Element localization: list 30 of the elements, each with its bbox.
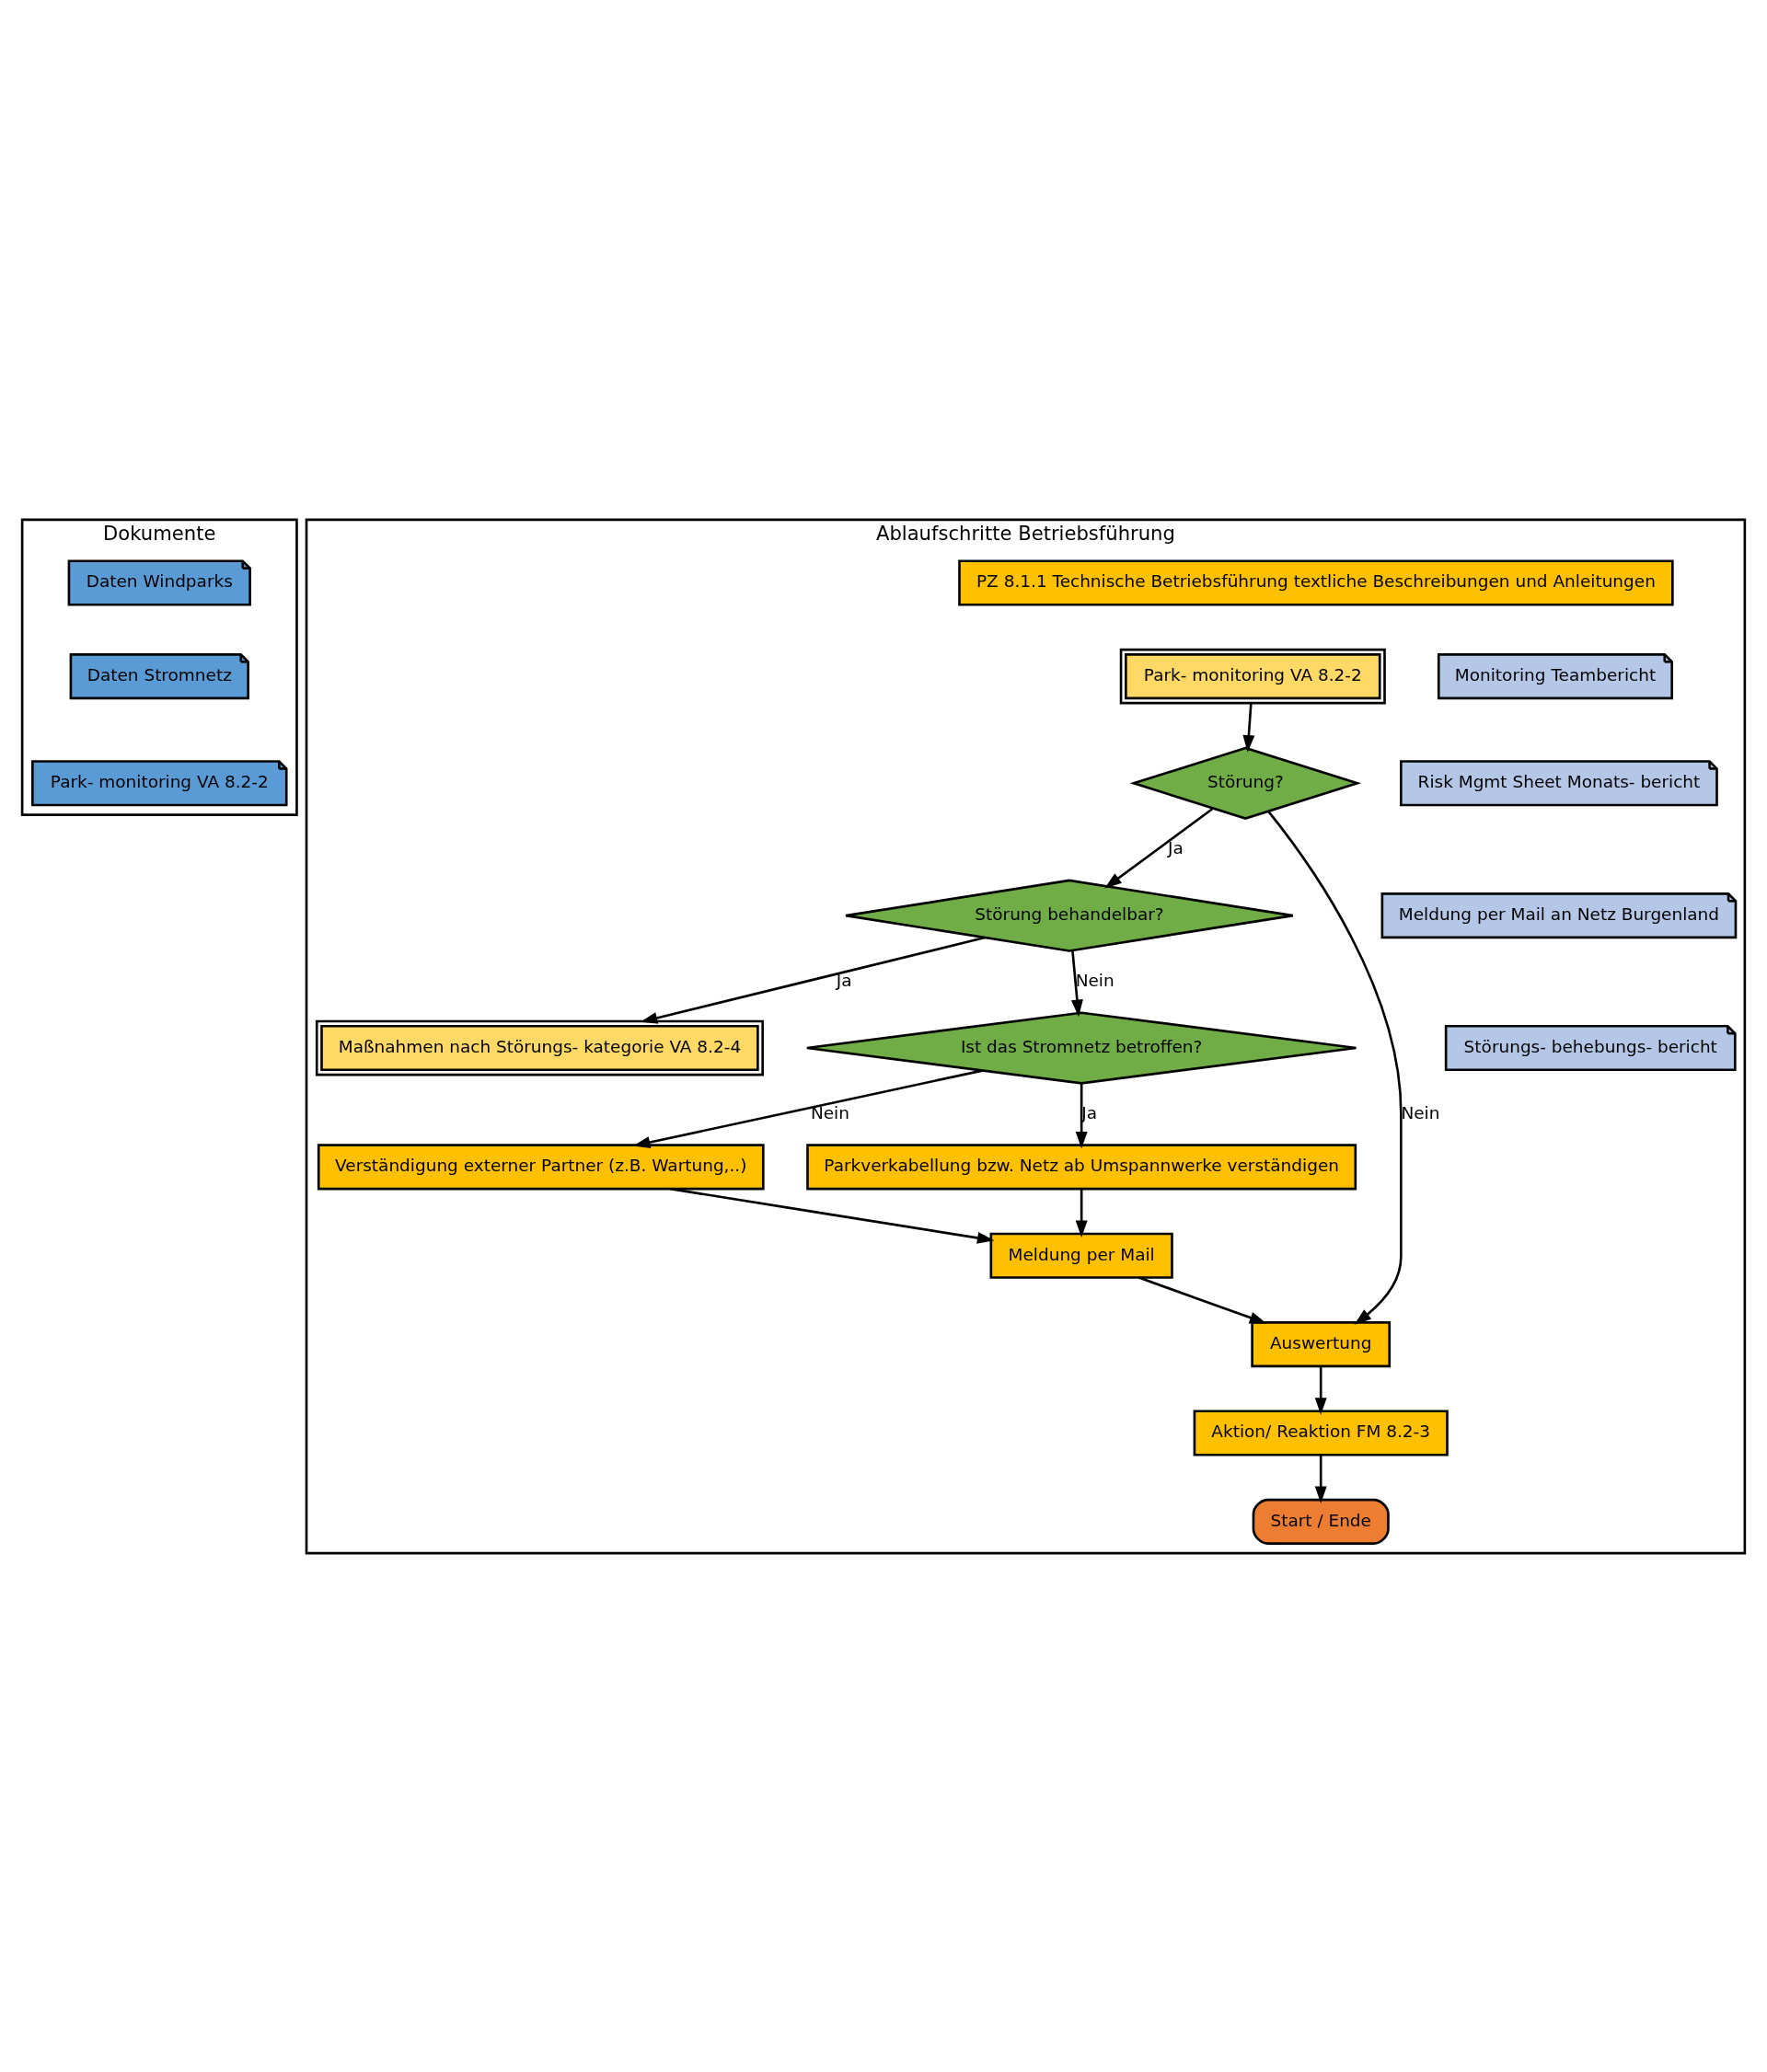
- node-box: PZ 8.1.1 Technische Betriebsführung textliche Beschreibungen und Anleitungen: [958, 558, 1674, 606]
- edge-label: Ja: [1081, 1102, 1098, 1122]
- arrow: [1267, 810, 1403, 1325]
- node-diamond: Ist das Stromnetz betroffen?: [805, 1010, 1357, 1085]
- edge-label: Ja: [836, 970, 852, 990]
- edge-label: Nein: [810, 1102, 849, 1122]
- node-box: Start / Ende: [1252, 1498, 1390, 1545]
- node-box: Meldung per Mail: [989, 1232, 1173, 1279]
- node-box: Verständigung externer Partner (z.B. Wartung,..): [317, 1143, 765, 1190]
- arrow: [670, 1187, 995, 1244]
- node-diamond: Störung?: [1129, 746, 1362, 820]
- node-box: Parkverkabellung bzw. Netz ab Umspannwerke verständigen: [806, 1143, 1357, 1190]
- node-box: Park- monitoring VA 8.2-2: [1119, 648, 1386, 704]
- arrow: [1242, 702, 1255, 753]
- node-box: Maßnahmen nach Störungs- kategorie VA 8.2-4: [315, 1019, 764, 1076]
- arrow: [1075, 1188, 1088, 1237]
- arrow: [640, 936, 986, 1024]
- arrow: [1314, 1365, 1327, 1415]
- node-diamond: Störung behandelbar?: [844, 879, 1295, 952]
- arrow: [1070, 950, 1083, 1017]
- arrow: [1075, 1082, 1088, 1149]
- edge-label: Ja: [1168, 837, 1184, 858]
- arrow: [632, 1068, 983, 1148]
- edge-label: Nein: [1401, 1102, 1440, 1122]
- edge-label: Nein: [1075, 970, 1114, 990]
- node-box: Auswertung: [1251, 1320, 1392, 1367]
- arrow: [1104, 806, 1215, 889]
- node-box: Aktion/ Reaktion FM 8.2-3: [1193, 1409, 1449, 1456]
- arrow: [1314, 1455, 1327, 1503]
- arrow: [1138, 1275, 1267, 1324]
